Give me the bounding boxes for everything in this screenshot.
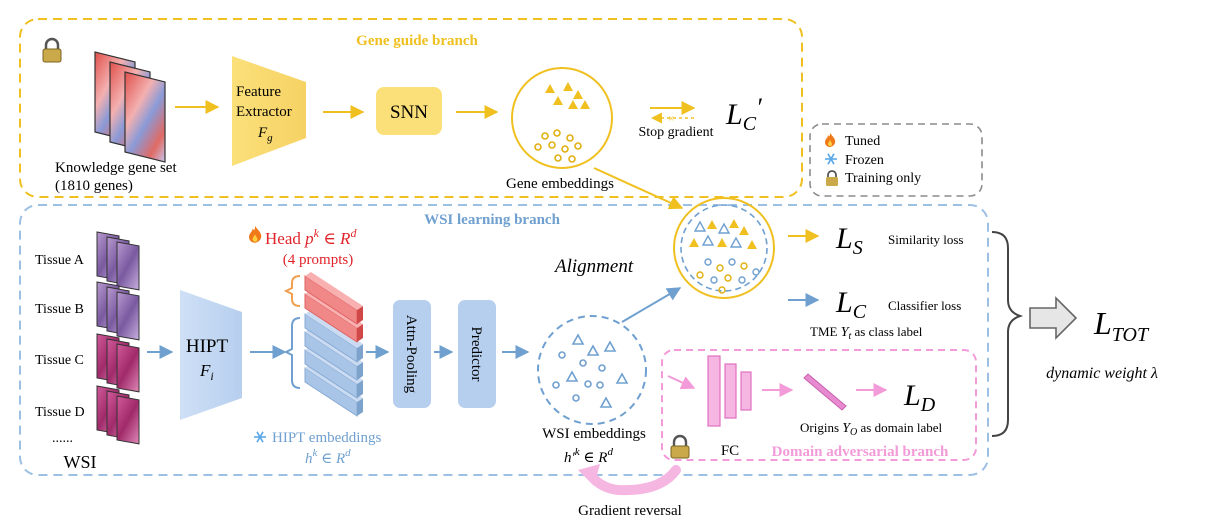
- gene-embedding-dots: [534, 129, 582, 163]
- alignment-label: Alignment: [553, 256, 634, 277]
- snowflake-icon: [254, 431, 266, 443]
- arrow-to-fc: [667, 375, 696, 390]
- loss-ld: LD: [903, 379, 936, 416]
- classifier-loss-label: Classifier loss: [888, 298, 961, 313]
- wsi-branch-box: [19, 204, 989, 476]
- head-prompts-count: (4 prompts): [283, 252, 353, 268]
- wsi-embedding-triangles: [565, 333, 629, 408]
- hipt-embeddings-label: HIPT embeddings: [272, 430, 381, 446]
- alignment-circle-inner: [680, 204, 768, 292]
- tissue-d-tiles: [96, 385, 140, 445]
- domain-branch-box: [661, 349, 977, 461]
- flame-icon: [825, 133, 836, 147]
- lock-icon: [670, 434, 690, 459]
- hipt-symbol: Fi: [199, 361, 214, 383]
- prompt-bar: [304, 272, 363, 325]
- dynamic-weight-label: dynamic weight λ: [1046, 365, 1158, 382]
- loss-lc: LC: [835, 286, 867, 323]
- wsi-embeddings-label: WSI embeddings: [542, 426, 646, 442]
- tissue-b-label: Tissue B: [35, 302, 84, 317]
- alignment-circle-outer: [673, 197, 775, 299]
- wsi-embeddings-symbol: h′k ∈ Rd: [564, 446, 613, 466]
- tme-class-label: TME Yt as class label: [810, 324, 923, 342]
- extractor-label-line1: Feature: [236, 84, 281, 100]
- loss-ltot: LTOT: [1093, 305, 1150, 346]
- wsi-embedding-dots: [552, 351, 606, 402]
- tissue-c-label: Tissue C: [35, 353, 84, 368]
- embedding-bar: [304, 310, 363, 363]
- extractor-symbol: Fg: [257, 125, 273, 144]
- gene-branch-box: [19, 18, 803, 198]
- prompt-and-embedding-bars: [304, 272, 363, 417]
- origins-domain-label: Origins YO as domain label: [800, 420, 943, 438]
- stop-gradient-cross: ×: [668, 113, 674, 125]
- gene-embeddings-circle: [511, 67, 613, 169]
- hipt-embeddings-symbol: hk ∈ Rd: [305, 447, 351, 467]
- snn-box: [376, 87, 442, 135]
- lock-icon: [42, 37, 62, 63]
- total-loss-arrow: [1029, 296, 1078, 340]
- attn-pooling-label: Attn-Pooling: [403, 315, 419, 394]
- snowflake-icon: [825, 153, 837, 165]
- attn-pooling-box: [393, 300, 431, 408]
- wsi-embeddings-circle: [537, 315, 647, 425]
- prompts-bracket: [283, 275, 301, 307]
- extractor-label-line2: Extractor: [236, 104, 292, 120]
- loss-ls: LS: [835, 222, 863, 259]
- gene-set-label-line2: (1810 genes): [55, 178, 133, 194]
- head-label: Head pk ∈ Rd: [265, 226, 357, 248]
- domain-branch-title: Domain adversarial branch: [772, 444, 949, 460]
- flame-icon: [249, 226, 262, 243]
- predictor-box: [458, 300, 496, 408]
- wsi-label: WSI: [64, 452, 97, 472]
- hipt-label: HIPT: [186, 336, 229, 357]
- legend-frozen: Frozen: [845, 153, 884, 168]
- tissue-b-tiles: [96, 281, 140, 341]
- loss-brace: [991, 231, 1024, 437]
- tissue-ellipsis: ......: [52, 431, 73, 446]
- fc-layers: [707, 355, 752, 427]
- gene-set-label-line1: Knowledge gene set: [55, 160, 177, 176]
- aligned-triangles: [689, 219, 757, 249]
- feature-extractor: [232, 56, 306, 166]
- loss-lc-prime: LC′: [725, 93, 762, 135]
- legend-training-only: Training only: [845, 171, 921, 186]
- gradient-reversal-arrowhead: [578, 464, 600, 486]
- fc-label: FC: [721, 443, 739, 459]
- arrow-wsi-to-align: [621, 287, 682, 323]
- embeddings-bracket: [283, 317, 301, 389]
- tissue-a-label: Tissue A: [35, 253, 85, 268]
- hipt-encoder: [180, 290, 242, 420]
- domain-output-bar: [803, 373, 847, 411]
- tissue-a-tiles: [96, 231, 140, 291]
- snn-label: SNN: [390, 102, 428, 123]
- legend-box: [809, 123, 983, 197]
- stop-gradient-label: Stop gradient: [638, 125, 713, 140]
- aligned-dots: [696, 258, 760, 294]
- arrow-gene-to-align: [593, 167, 684, 210]
- gene-branch-title: Gene guide branch: [356, 33, 478, 49]
- tissue-d-label: Tissue D: [35, 405, 85, 420]
- wsi-branch-title: WSI learning branch: [424, 212, 561, 228]
- tissue-c-tiles: [96, 333, 140, 393]
- lock-icon: [826, 170, 838, 186]
- gene-embedding-triangles: [545, 82, 590, 109]
- gradient-reversal-arrow: [585, 465, 681, 496]
- gene-set-heatmap: [94, 51, 166, 163]
- similarity-loss-label: Similarity loss: [888, 232, 963, 247]
- gene-embeddings-label: Gene embeddings: [506, 176, 614, 192]
- legend-tuned: Tuned: [845, 134, 880, 149]
- gradient-reversal-label: Gradient reversal: [578, 503, 682, 519]
- predictor-label: Predictor: [468, 327, 484, 382]
